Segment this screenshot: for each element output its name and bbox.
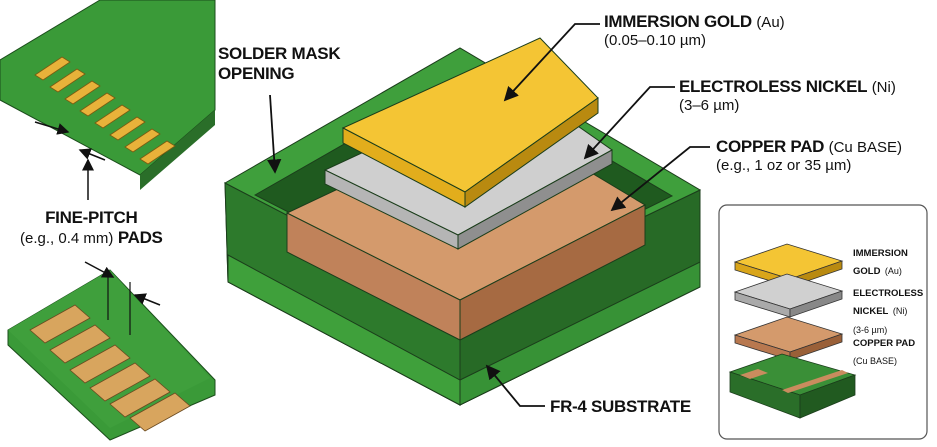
solder-mask-line1: SOLDER MASK [218, 44, 341, 63]
inset-nickel-symbol: (Ni) [892, 306, 908, 317]
inset-gold-line2: GOLD [853, 266, 881, 278]
inset-nickel-thickness: (3-6 µm) [853, 324, 888, 335]
inset-gold-line1: IMMERSION [853, 248, 908, 259]
inset-copper-line2: (Cu BASE) [853, 356, 898, 367]
fine-pitch-pads: PADS [117, 228, 163, 248]
fine-pitch-board-bottom [7, 261, 216, 441]
gold-symbol: (Au) [756, 14, 785, 31]
gold-title: IMMERSION GOLD [604, 12, 752, 31]
fine-pitch-board-top [0, 0, 216, 200]
inset-exploded-view [718, 204, 928, 440]
leader-lines [266, 23, 710, 407]
substrate-label: FR-4 SUBSTRATE [550, 397, 691, 416]
nickel-title: ELECTROLESS NICKEL [679, 77, 868, 96]
inset-copper-label: COPPER PAD (Cu BASE) [853, 333, 915, 370]
copper-label: COPPER PAD (Cu BASE)(e.g., 1 oz or 35 µm… [716, 137, 902, 176]
fine-pitch-size: (e.g., 0.4 mm) [20, 230, 114, 248]
inset-nickel-line1: ELECTROLESS [853, 288, 924, 299]
copper-symbol: (Cu BASE) [828, 139, 902, 156]
copper-thickness: (e.g., 1 oz or 35 µm) [716, 157, 852, 175]
nickel-symbol: (Ni) [871, 79, 896, 96]
gold-label: IMMERSION GOLD (Au) (0.05–0.10 µm) [604, 12, 785, 51]
copper-title: COPPER PAD [716, 137, 825, 156]
inset-copper-line1: COPPER PAD [853, 338, 916, 349]
inset-gold-label: IMMERSION GOLD (Au) [853, 243, 908, 280]
solder-mask-line2: OPENING [218, 63, 295, 83]
inset-gold-symbol: (Au) [884, 266, 902, 277]
main-pcb-block [223, 37, 702, 406]
nickel-thickness: (3–6 µm) [679, 97, 740, 115]
fine-pitch-line1: FINE-PITCH [45, 208, 138, 227]
inset-nickel-line2: NICKEL [853, 306, 889, 318]
fine-pitch-label: FINE-PITCH (e.g., 0.4 mm) PADS [20, 208, 163, 249]
nickel-label: ELECTROLESS NICKEL (Ni) (3–6 µm) [679, 77, 896, 116]
inset-nickel-label: ELECTROLESS NICKEL (Ni) (3-6 µm) [853, 283, 923, 338]
gold-thickness: (0.05–0.10 µm) [604, 32, 707, 50]
